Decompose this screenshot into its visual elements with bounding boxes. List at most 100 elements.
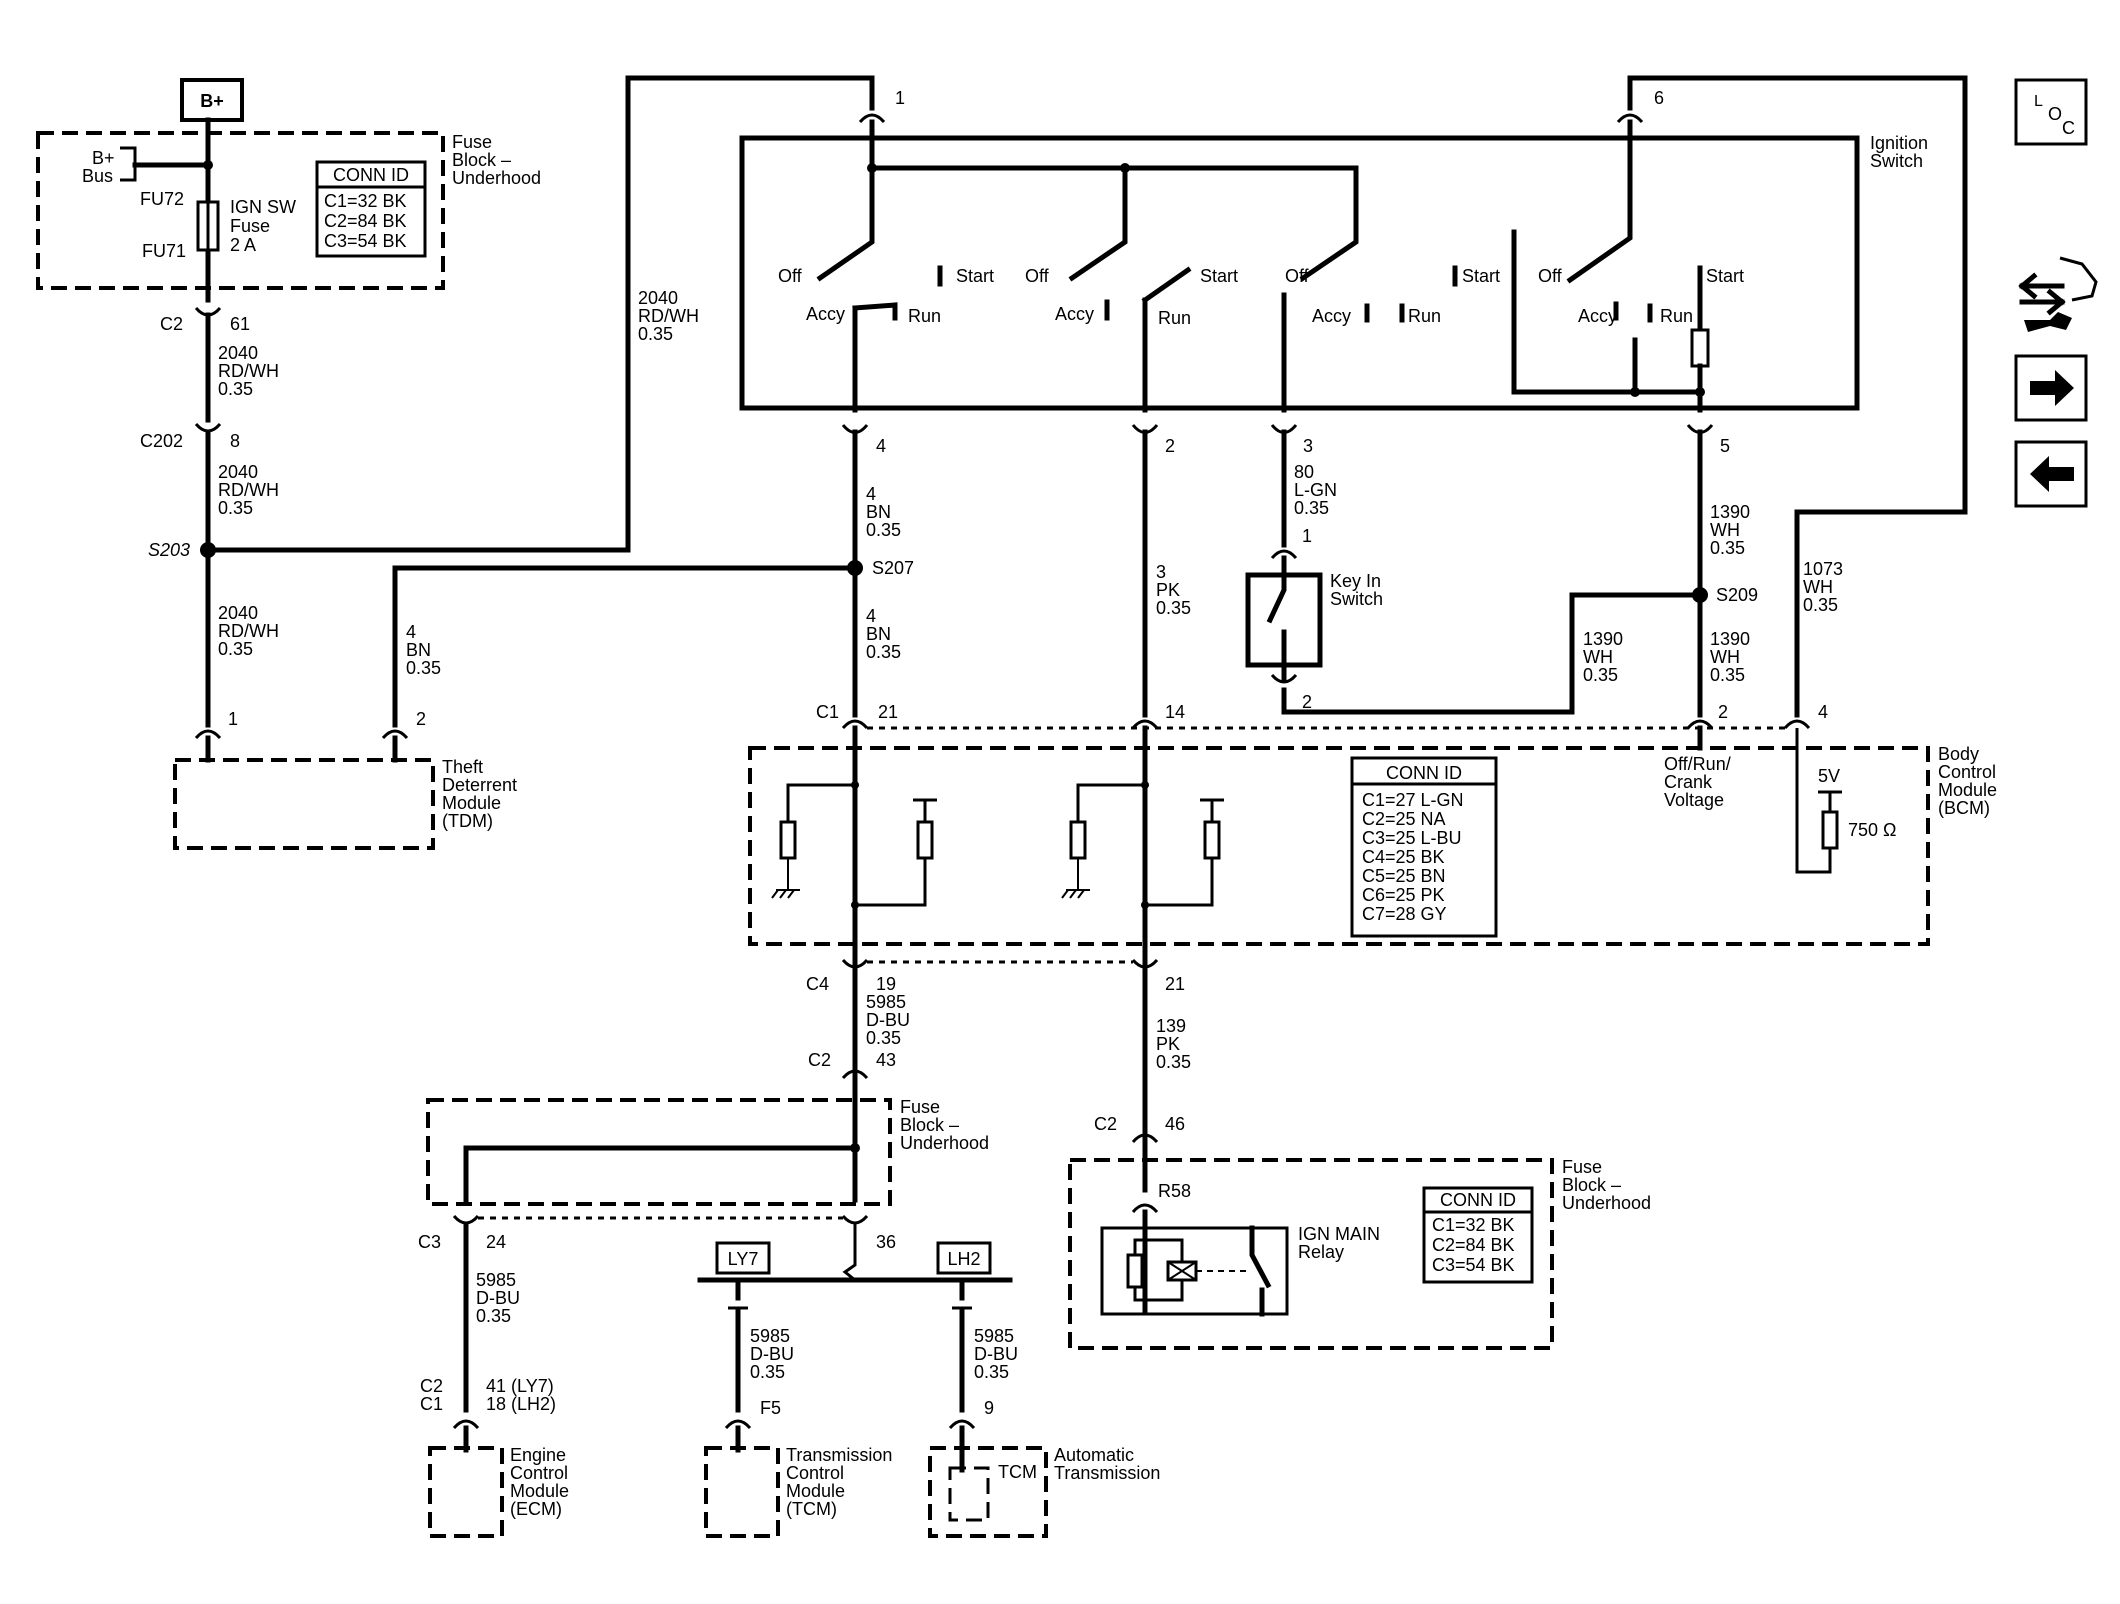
bcm-pin14: 14 [1165,702,1185,722]
splice-s209 [1692,587,1708,603]
fu71-label: FU71 [142,241,186,261]
svg-text:CONN ID: CONN ID [333,165,409,185]
svg-text:Module: Module [786,1481,845,1501]
svg-text:RD/WH: RD/WH [218,480,279,500]
c2-46-label: C2 [1094,1114,1117,1134]
sw3-run: Run [1408,306,1441,326]
keyin-pin2: 2 [1302,692,1312,712]
connector-c2-61: C2 61 [160,306,250,334]
wire-139-label: 139 PK 0.35 [1156,1016,1191,1072]
svg-text:D-BU: D-BU [866,1010,910,1030]
svg-text:Off/Run/: Off/Run/ [1664,754,1731,774]
svg-text:18 (LH2): 18 (LH2) [486,1394,556,1414]
svg-text:C3=25 L-BU: C3=25 L-BU [1362,828,1462,848]
svg-text:Bus: Bus [82,166,113,186]
sw2-off: Off [1025,266,1050,286]
svg-text:Voltage: Voltage [1664,790,1724,810]
svg-text:RD/WH: RD/WH [218,621,279,641]
wire-4-bn-tdm-label: 4 BN 0.35 [406,622,441,678]
svg-text:0.35: 0.35 [1803,595,1838,615]
svg-text:D-BU: D-BU [974,1344,1018,1364]
svg-text:139: 139 [1156,1016,1186,1036]
wire-1390-b-label: 1390 WH 0.35 [1710,629,1750,685]
svg-text:Module: Module [510,1481,569,1501]
svg-text:5985: 5985 [974,1326,1014,1346]
fuse-block-relay [1068,1158,1554,1350]
sw2-start: Start [1200,266,1238,286]
svg-text:Relay: Relay [1298,1242,1344,1262]
connector-c202: C202 8 [140,422,240,451]
svg-text:Switch: Switch [1870,151,1923,171]
svg-text:1390: 1390 [1710,629,1750,649]
ecm-connector-label: C2 C1 41 (LY7) 18 (LH2) [420,1376,556,1414]
sw1-start: Start [956,266,994,286]
svg-text:Block –: Block – [900,1115,959,1135]
bcm-circuit-2 [1061,781,1224,909]
wire-2040-seg3: 2040 RD/WH 0.35 [218,603,279,659]
svg-text:L: L [2034,93,2043,110]
tcm-box [704,1446,780,1538]
loc-button[interactable]: L O C [2014,78,2088,146]
svg-text:Ignition: Ignition [1870,133,1928,153]
svg-text:C2=84 BK: C2=84 BK [1432,1235,1515,1255]
next-page-button[interactable] [2014,354,2088,422]
wire-2040-seg2: 2040 RD/WH 0.35 [218,462,279,518]
svg-text:0.35: 0.35 [1710,665,1745,685]
svg-text:Underhood: Underhood [900,1133,989,1153]
previous-page-button[interactable] [2014,440,2088,508]
svg-text:C2: C2 [420,1376,443,1396]
svg-text:750 Ω: 750 Ω [1848,820,1897,840]
svg-text:0.35: 0.35 [866,642,901,662]
svg-text:Deterrent: Deterrent [442,775,517,795]
svg-text:PK: PK [1156,1034,1180,1054]
ign-pin5: 5 [1720,436,1730,456]
ignition-switch-box [739,135,1860,411]
ign-pin4: 4 [876,436,886,456]
svg-text:C5=25 BN: C5=25 BN [1362,866,1446,886]
svg-text:D-BU: D-BU [476,1288,520,1308]
auto-trans-label: Automatic Transmission [1054,1445,1160,1483]
svg-text:0.35: 0.35 [1294,498,1329,518]
wire-1073-wh [1627,75,1968,718]
sw4-accy: Accy [1578,306,1617,326]
ign-pin3: 3 [1303,436,1313,456]
conn-id-table-relay: CONN ID C1=32 BK C2=84 BK C3=54 BK [1422,1186,1534,1284]
svg-text:IGN SW: IGN SW [230,197,296,217]
svg-text:LY7: LY7 [728,1249,759,1269]
tcm-label: Transmission Control Module (TCM) [786,1445,892,1519]
s203-label: S203 [148,540,190,560]
svg-text:0.35: 0.35 [974,1362,1009,1382]
svg-text:BN: BN [866,502,891,522]
svg-text:B+: B+ [92,148,115,168]
svg-text:0.35: 0.35 [866,1028,901,1048]
svg-text:LH2: LH2 [947,1249,980,1269]
tdm-label: Theft Deterrent Module (TDM) [442,757,517,831]
svg-text:CONN ID: CONN ID [1440,1190,1516,1210]
wire-5985-d-label: 5985 D-BU 0.35 [974,1326,1018,1382]
ign-main-relay-label: IGN MAIN Relay [1298,1224,1380,1262]
bcm-c1-label: C1 [816,702,839,722]
svg-text:Block –: Block – [452,150,511,170]
splice-s207 [847,560,863,576]
arrow-right-icon [2030,370,2074,406]
svg-text:8: 8 [230,431,240,451]
c3-pin24: 24 [486,1232,506,1252]
svg-text:BN: BN [866,624,891,644]
connector-views-icon[interactable] [2018,256,2098,332]
svg-text:4: 4 [866,484,876,504]
fuse-block-relay-label: Fuse Block – Underhood [1562,1157,1651,1213]
svg-text:Control: Control [1938,762,1996,782]
ign-sw-fuse-label: IGN SW Fuse 2 A [230,197,296,255]
svg-text:C1=32 BK: C1=32 BK [1432,1215,1515,1235]
s207-label: S207 [872,558,914,578]
sw3-start: Start [1462,266,1500,286]
svg-text:Switch: Switch [1330,589,1383,609]
svg-text:0.35: 0.35 [1156,598,1191,618]
svg-text:3: 3 [1156,562,1166,582]
wire-4-bn-label-a: 4 BN 0.35 [866,484,901,540]
c2-pin43: 43 [876,1050,896,1070]
wire-80-label: 80 L-GN 0.35 [1294,462,1337,518]
ignition-switch-label: Ignition Switch [1870,133,1928,171]
fu72-label: FU72 [140,189,184,209]
svg-text:PK: PK [1156,580,1180,600]
